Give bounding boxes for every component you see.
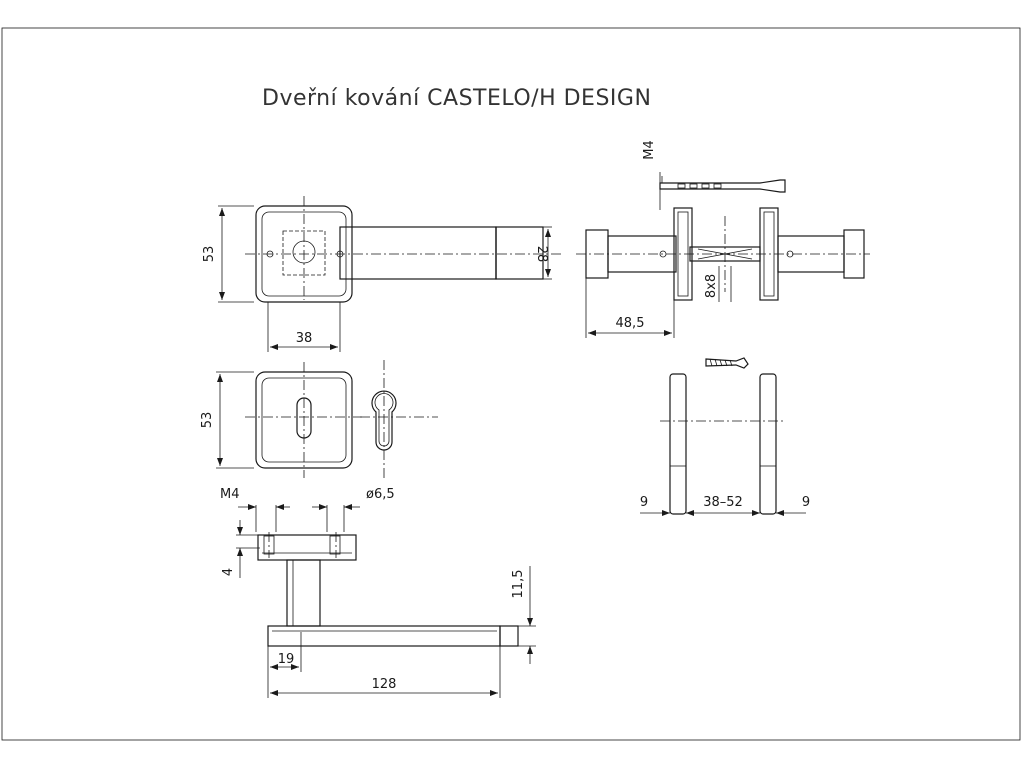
svg-text:9: 9	[640, 495, 648, 510]
svg-text:11,5: 11,5	[511, 570, 526, 599]
svg-text:8x8: 8x8	[704, 274, 719, 298]
svg-text:38–52: 38–52	[703, 495, 743, 510]
svg-text:4: 4	[221, 568, 236, 576]
svg-text:53: 53	[200, 412, 215, 429]
svg-text:19: 19	[278, 652, 295, 667]
svg-text:128: 128	[372, 677, 397, 692]
wood-screw-icon	[705, 357, 749, 369]
drawing-frame	[1, 27, 1021, 741]
dim-door-thickness: 9 38–52 9	[640, 495, 810, 516]
handle-front-view	[245, 196, 562, 303]
dim-rose-height-top: 53	[202, 205, 254, 303]
dim-rose-width: 38	[267, 302, 341, 352]
drawing-title: Dveřní kování CASTELO/H DESIGN	[262, 86, 651, 111]
dim-handle-height: 11,5	[511, 566, 536, 664]
euro-cylinder-profile	[360, 360, 438, 478]
dim-rose-depth: 4	[221, 520, 260, 578]
svg-text:28: 28	[534, 246, 549, 263]
svg-text:9: 9	[802, 495, 810, 510]
door-roses-view	[660, 373, 786, 515]
dim-screw-thread-top: M4	[220, 487, 290, 532]
svg-text:M4: M4	[220, 487, 240, 502]
svg-text:53: 53	[202, 246, 217, 263]
key-rose-view	[245, 362, 362, 478]
svg-text:38: 38	[296, 331, 313, 346]
dim-handle-length: 128	[270, 646, 501, 698]
dim-rose-height-keyhole: 53	[200, 371, 254, 469]
svg-text:M4: M4	[642, 140, 657, 160]
handle-side-view	[257, 532, 519, 647]
dim-hole-diameter: ø6,5	[312, 487, 395, 532]
dim-handle-thickness: 28	[534, 226, 552, 280]
screw-detail: M4	[642, 140, 786, 210]
svg-text:48,5: 48,5	[616, 316, 645, 331]
assembly-top-view	[576, 207, 870, 301]
dim-spindle: 8x8	[704, 266, 732, 302]
dim-assembly-projection: 48,5	[585, 278, 675, 338]
dim-handle-offset: 19	[267, 632, 302, 698]
svg-text:ø6,5: ø6,5	[366, 487, 395, 502]
